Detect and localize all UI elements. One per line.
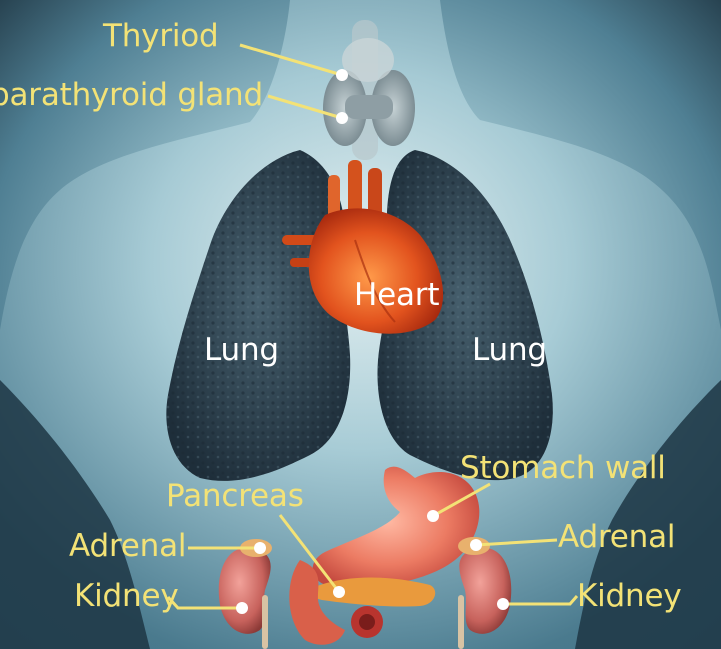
label-kidney-right: Kidney: [577, 581, 682, 612]
label-thyroid: Thyriod: [103, 21, 219, 52]
label-lung-left: Lung: [204, 335, 279, 366]
label-stomach-wall: Stomach wall: [460, 453, 666, 484]
label-kidney-left: Kidney: [74, 581, 179, 612]
label-parathyroid-gland: parathyroid gland: [0, 80, 263, 111]
label-lung-right: Lung: [472, 335, 547, 366]
label-adrenal-left: Adrenal: [69, 531, 186, 562]
label-adrenal-right: Adrenal: [558, 522, 675, 553]
label-pancreas: Pancreas: [166, 481, 304, 512]
label-heart: Heart: [354, 280, 439, 311]
